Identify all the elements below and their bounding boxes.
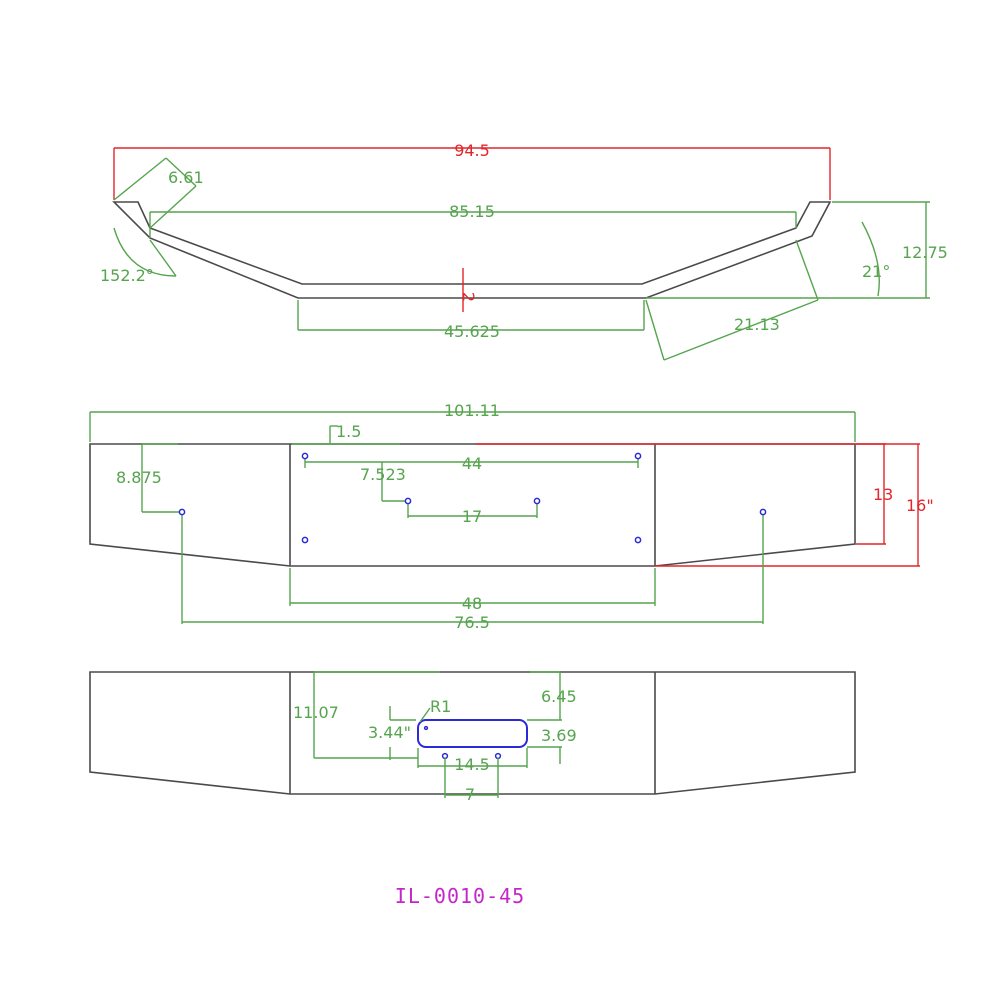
slot-corner-mark — [423, 725, 429, 731]
dim-hole-spacing-top: 44 — [304, 454, 639, 473]
dim-text-bolt-spacing: 7 — [465, 785, 475, 804]
front-view: 101.11 1.5 44 7.523 17 — [89, 401, 934, 632]
dim-text-center-width: 48 — [462, 594, 482, 613]
dim-slot-radius: R1 — [419, 697, 451, 723]
dim-text-slot-height-from-bottom: 11.07 — [293, 703, 339, 722]
dim-hole-offset-top: 1.5 — [292, 422, 400, 445]
bolt-hole — [494, 752, 502, 760]
license-plate-slot — [417, 719, 528, 748]
dim-slot-height: 3.44" — [368, 706, 416, 760]
dim-text-center-flat: 45.625 — [444, 322, 500, 341]
dim-text-hole-spacing-top: 44 — [462, 454, 482, 473]
dim-text-overall-length: 101.11 — [444, 401, 500, 420]
dim-slot-offset-right: 6.45 — [527, 671, 577, 721]
dim-hole-spacing-mid: 17 — [407, 501, 538, 526]
dim-flange-angle: 152.2° — [100, 227, 177, 285]
dim-text-flange: 6.61 — [168, 168, 204, 187]
dim-bolt-spacing: 7 — [444, 758, 499, 804]
bolt-hole — [441, 752, 449, 760]
mounting-hole — [404, 497, 412, 505]
mounting-hole — [301, 452, 309, 460]
dim-thickness: 2 — [459, 268, 478, 312]
mounting-hole — [301, 536, 309, 544]
dim-text-end-height: 13 — [873, 485, 893, 504]
dim-text-hole-spacing-mid: 17 — [462, 507, 482, 526]
dim-wing-angle: 21° — [646, 221, 890, 299]
dim-side-hole-spacing: 76.5 — [181, 512, 764, 632]
dim-text-height: 12.75 — [902, 243, 948, 262]
dim-slot-offset-bottom: 3.69 — [527, 726, 577, 764]
dim-center-flat: 45.625 — [297, 300, 645, 341]
dim-wing-length: 21.13 — [645, 239, 819, 361]
dim-text-side-hole-spacing: 76.5 — [454, 613, 490, 632]
dim-center-width: 48 — [289, 568, 656, 613]
dim-side-hole-height: 8.875 — [116, 443, 182, 513]
dim-text-slot-length: 14.5 — [454, 755, 490, 774]
dim-slot-height-from-bottom: 11.07 — [293, 671, 440, 759]
dim-slot-length: 14.5 — [417, 748, 528, 774]
dim-text-overall-width: 94.5 — [454, 141, 490, 160]
dim-text-hole-offset-top: 1.5 — [336, 422, 361, 441]
dim-overall-width: 94.5 — [113, 141, 831, 200]
mounting-hole — [634, 536, 642, 544]
dim-overall-length: 101.11 — [89, 401, 856, 442]
top-view: 94.5 85.15 6.61 152.2° 2 — [100, 141, 948, 361]
dim-text-hole-offset-side: 7.523 — [360, 465, 406, 484]
dim-text-side-hole-height: 8.875 — [116, 468, 162, 487]
dim-hole-offset-side: 7.523 — [360, 462, 408, 502]
dim-text-wing-length: 21.13 — [734, 315, 780, 334]
mounting-hole — [634, 452, 642, 460]
mounting-hole — [759, 508, 767, 516]
dim-text-slot-offset-bottom: 3.69 — [541, 726, 577, 745]
dim-text-slot-offset-right: 6.45 — [541, 687, 577, 706]
dim-center-height: 16" — [655, 443, 934, 567]
dim-text-slot-height: 3.44" — [368, 723, 411, 742]
dim-text-thickness: 2 — [459, 292, 478, 302]
mounting-hole — [533, 497, 541, 505]
part-number: IL-0010-45 — [395, 884, 525, 908]
mounting-hole — [178, 508, 186, 516]
dim-inner-width: 85.15 — [149, 202, 797, 238]
dim-text-center-height: 16" — [906, 496, 934, 515]
dim-text-slot-radius: R1 — [430, 697, 451, 716]
dim-end-height: 13 — [856, 443, 893, 545]
dim-text-wing-angle: 21° — [862, 262, 890, 281]
dim-height: 12.75 — [832, 201, 948, 299]
dim-flange: 6.61 — [113, 157, 204, 229]
dim-text-flange-angle: 152.2° — [100, 266, 154, 285]
slot-view: 11.07 R1 3.44" 6.45 3.69 — [89, 671, 856, 804]
dim-text-inner-width: 85.15 — [449, 202, 495, 221]
